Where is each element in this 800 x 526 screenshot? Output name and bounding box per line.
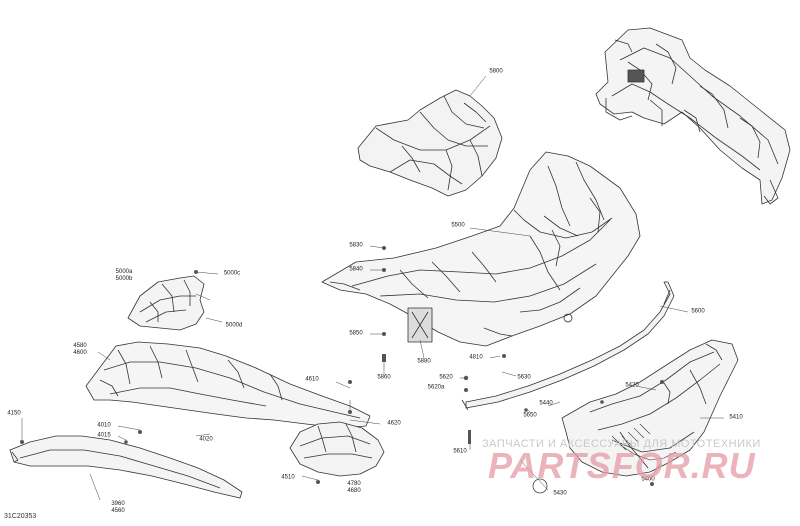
callout-5630: 5630 bbox=[517, 374, 531, 381]
callout-5860: 5860 bbox=[377, 374, 391, 381]
callout-5500: 5500 bbox=[451, 222, 465, 229]
leader-lines bbox=[21, 75, 724, 501]
callout-5880: 5880 bbox=[417, 358, 431, 365]
callout-4600: 4600 bbox=[73, 350, 87, 356]
lower-side-panel-part bbox=[9, 435, 243, 499]
callout-4780: 4780 bbox=[347, 481, 361, 487]
footwell-panel-part bbox=[561, 339, 739, 477]
callout-3960-4560: 3960 4560 bbox=[111, 501, 124, 515]
floor-mat-part bbox=[357, 89, 503, 197]
callout-5620a: 5620a bbox=[427, 384, 445, 391]
callout-3960: 3960 bbox=[111, 501, 125, 507]
rear-rack-part bbox=[595, 27, 791, 205]
callout-5610: 5610 bbox=[453, 448, 467, 455]
callout-5410: 5410 bbox=[729, 414, 743, 421]
diagram-id: 31C20353 bbox=[4, 513, 37, 520]
callout-5400: 5400 bbox=[641, 476, 655, 483]
callout-5420: 5420 bbox=[625, 382, 639, 389]
callout-5620: 5620 bbox=[439, 374, 453, 381]
side-rail-part bbox=[461, 281, 675, 411]
callout-5840: 5840 bbox=[349, 266, 363, 273]
callout-4580: 4580 bbox=[73, 343, 87, 349]
fasteners bbox=[20, 246, 664, 486]
small-panel-part bbox=[289, 421, 385, 477]
callout-4010: 4010 bbox=[97, 422, 111, 429]
floor-body-part bbox=[321, 151, 641, 347]
side-panel-part bbox=[85, 341, 371, 429]
callout-5800: 5800 bbox=[489, 68, 503, 75]
callout-4680: 4680 bbox=[347, 488, 361, 494]
callout-5850: 5850 bbox=[349, 330, 363, 337]
bracket-part bbox=[127, 275, 205, 331]
callout-4780-4680: 4780 4680 bbox=[347, 481, 360, 495]
callout-5830: 5830 bbox=[349, 242, 363, 249]
callout-4610: 4610 bbox=[305, 376, 319, 383]
callout-5000a: 5000a bbox=[115, 269, 133, 275]
watermark-brand: PARTSFOR.RU bbox=[488, 445, 756, 486]
callout-4510: 4510 bbox=[281, 474, 295, 481]
callout-4580-4600: 4580 4600 bbox=[73, 343, 86, 357]
callout-4150: 4150 bbox=[7, 410, 21, 417]
callout-5000c: 5000c bbox=[223, 270, 241, 277]
callout-5600: 5600 bbox=[691, 308, 705, 315]
callout-5000a-5000b: 5000a 5000b bbox=[116, 269, 133, 283]
callout-5000d: 5000d bbox=[225, 322, 243, 329]
callout-4620: 4620 bbox=[387, 420, 401, 427]
callout-5650: 5650 bbox=[523, 412, 537, 419]
callout-4810: 4810 bbox=[469, 354, 483, 361]
watermark-tagline: ЗАПЧАСТИ И АКСЕССУАРЫ ДЛЯ МОТОТЕХНИКИ bbox=[482, 438, 761, 450]
callout-5440: 5440 bbox=[539, 400, 553, 407]
callout-4020: 4020 bbox=[199, 436, 213, 443]
callout-4015: 4015 bbox=[97, 432, 111, 439]
callout-5430: 5430 bbox=[553, 490, 567, 497]
callout-5000b: 5000b bbox=[115, 276, 133, 282]
callout-4560: 4560 bbox=[111, 508, 125, 514]
